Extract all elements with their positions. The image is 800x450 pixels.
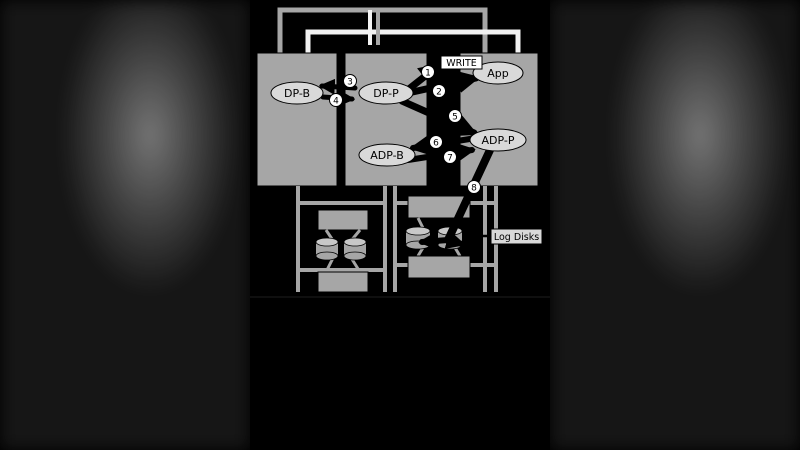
diagram-panel: DP-B DP-P App ADP-P ADP-B (250, 0, 550, 450)
step-badge-5: 5 (448, 109, 462, 123)
left-storage-unit (315, 209, 369, 293)
step-badge-1: 1 (421, 65, 435, 79)
step-badge-2: 2 (432, 84, 446, 98)
step-badge-7-number: 7 (447, 154, 453, 164)
step-badge-4: 4 (329, 93, 343, 107)
right-controller-top (407, 195, 471, 219)
replication-diagram: DP-B DP-P App ADP-P ADP-B (250, 7, 550, 298)
node-dp-p-label: DP-P (373, 87, 399, 100)
node-dp-b: DP-B (270, 81, 324, 105)
step-badge-5-number: 5 (452, 113, 458, 123)
step-badge-8-number: 8 (471, 184, 477, 194)
arrow-step-8 (444, 146, 494, 244)
log-disks-label: Log Disks (490, 228, 543, 245)
step-badge-3: 3 (343, 74, 357, 88)
log-disk (405, 226, 431, 250)
right-controller-bottom (407, 255, 471, 279)
step-badges: 1 2 3 4 5 (329, 65, 481, 194)
step-badge-1-number: 1 (425, 69, 431, 79)
process-nodes: DP-B DP-P App ADP-P ADP-B (270, 61, 527, 167)
write-label-text: WRITE (446, 58, 477, 69)
node-adp-b: ADP-B (358, 143, 416, 167)
node-adp-p: ADP-P (469, 128, 527, 152)
left-controller-link (324, 229, 362, 273)
log-disks-label-text: Log Disks (494, 232, 539, 243)
step-badge-6-number: 6 (433, 139, 439, 149)
server-panel-left (256, 52, 338, 187)
left-disk (343, 237, 367, 261)
arrow-step-6 (409, 135, 479, 156)
node-app-label: App (487, 67, 509, 80)
step-badge-2-number: 2 (436, 88, 442, 98)
right-storage-unit (405, 195, 471, 279)
node-adp-b-label: ADP-B (370, 149, 404, 162)
step-badge-6: 6 (429, 135, 443, 149)
step-badge-7: 7 (443, 150, 457, 164)
step-badge-4-number: 4 (333, 97, 339, 107)
write-label: WRITE (440, 55, 483, 70)
node-adp-p-label: ADP-P (482, 134, 515, 147)
step-badge-3-number: 3 (347, 78, 353, 88)
arrow-step-7 (405, 142, 476, 163)
blurred-left-background (0, 0, 250, 450)
white-interconnect-bar (305, 29, 521, 55)
node-dp-b-label: DP-B (284, 87, 310, 100)
arrow-step-8-branch (418, 231, 451, 251)
blurred-right-background (550, 0, 800, 450)
node-dp-p: DP-P (358, 81, 414, 105)
left-controller-top (317, 209, 369, 231)
arrow-step-8-branch (444, 230, 466, 250)
left-disk (315, 237, 339, 261)
arrow-step-5 (398, 97, 479, 137)
node-app: App (472, 61, 524, 85)
left-controller-bottom (317, 271, 369, 293)
top-interconnect (277, 7, 521, 55)
step-badge-8: 8 (467, 180, 481, 194)
